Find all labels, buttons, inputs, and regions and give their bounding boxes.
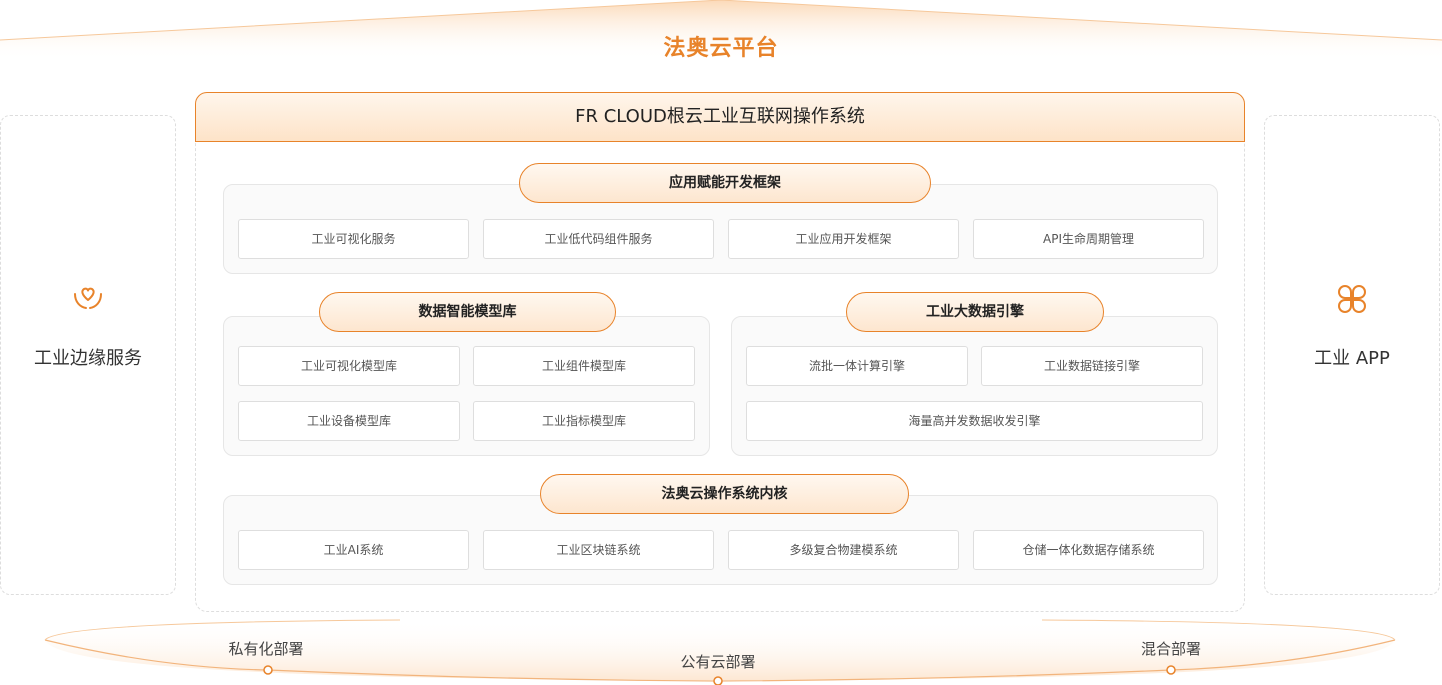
deploy-label-hybrid: 混合部署 — [1140, 640, 1201, 658]
section-title-os-kernel: 法奥云操作系统内核 — [540, 474, 909, 514]
app-grid-icon — [1265, 284, 1439, 318]
side-panel-edge-service[interactable]: 工业边缘服务 — [0, 115, 176, 595]
item-stream-batch-engine[interactable]: 流批一体计算引擎 — [746, 346, 968, 386]
item-indicator-model-library[interactable]: 工业指标模型库 — [473, 401, 695, 441]
side-panel-label: 工业 APP — [1314, 348, 1390, 369]
side-panel-industrial-app[interactable]: 工业 APP — [1264, 115, 1440, 595]
hands-heart-icon — [1, 284, 175, 316]
deployment-arc — [44, 619, 1396, 685]
item-api-lifecycle[interactable]: API生命周期管理 — [973, 219, 1204, 259]
item-component-model-library[interactable]: 工业组件模型库 — [473, 346, 695, 386]
deploy-point-hybrid — [1166, 665, 1176, 675]
deploy-point-private — [263, 665, 273, 675]
deploy-point-public — [713, 676, 723, 685]
item-blockchain-system[interactable]: 工业区块链系统 — [483, 530, 714, 570]
item-low-code-component-service[interactable]: 工业低代码组件服务 — [483, 219, 714, 259]
os-title: FR CLOUD根云工业互联网操作系统 — [195, 92, 1245, 142]
item-industrial-visualization-service[interactable]: 工业可视化服务 — [238, 219, 469, 259]
item-data-link-engine[interactable]: 工业数据链接引擎 — [981, 346, 1203, 386]
item-visualization-model-library[interactable]: 工业可视化模型库 — [238, 346, 460, 386]
platform-title: 法奥云平台 — [663, 36, 779, 61]
section-title-model-library: 数据智能模型库 — [319, 292, 616, 332]
item-high-concurrency-engine[interactable]: 海量高并发数据收发引擎 — [746, 401, 1203, 441]
top-arc-decoration — [0, 0, 1442, 60]
section-title-big-data-engine: 工业大数据引擎 — [846, 292, 1104, 332]
item-equipment-model-library[interactable]: 工业设备模型库 — [238, 401, 460, 441]
item-storage-system[interactable]: 仓储一体化数据存储系统 — [973, 530, 1204, 570]
side-panel-label: 工业边缘服务 — [34, 348, 142, 369]
item-modeling-system[interactable]: 多级复合物建模系统 — [728, 530, 959, 570]
item-app-dev-framework[interactable]: 工业应用开发框架 — [728, 219, 959, 259]
deploy-label-public: 公有云部署 — [680, 653, 756, 671]
section-title-app-framework: 应用赋能开发框架 — [519, 163, 931, 203]
item-industrial-ai-system[interactable]: 工业AI系统 — [238, 530, 469, 570]
deploy-label-private: 私有化部署 — [228, 640, 304, 658]
